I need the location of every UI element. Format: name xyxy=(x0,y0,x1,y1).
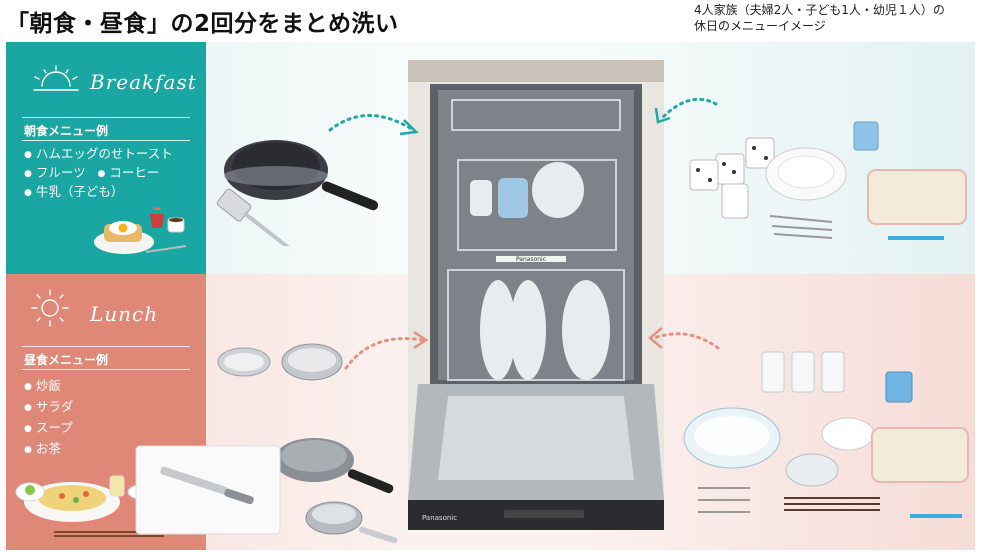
breakfast-panel: Breakfast 朝食メニュー例 ハムエッグのせトースト フルーツ ● コーヒ… xyxy=(6,42,206,274)
breakfast-food-illustration xyxy=(94,207,187,254)
breakfast-to-dishwasher-arrow-icon xyxy=(328,114,419,136)
lunch-menu-item: スープ xyxy=(24,418,73,439)
lunch-menu-title: 昼食メニュー例 xyxy=(24,353,109,367)
breakfast-menu-title: 朝食メニュー例 xyxy=(24,124,109,138)
sun-icon xyxy=(31,289,69,327)
lunch-divider-2 xyxy=(22,369,190,370)
frying-pan-and-turner-illustration xyxy=(216,140,379,246)
lunch-dishes-to-dishwasher-arrow-icon xyxy=(648,327,720,350)
family-note: 4人家族（夫婦2人・子ども1人・幼児１人）の 休日のメニューイメージ xyxy=(694,2,945,34)
breakfast-menu-item: ハムエッグのせトースト xyxy=(24,145,173,164)
family-note-line1: 4人家族（夫婦2人・子ども1人・幼児１人）の xyxy=(694,3,945,17)
lunch-menu-list: 炒飯 サラダ スープ お茶 xyxy=(24,376,74,460)
dishwasher-rack-label: Panasonic xyxy=(516,256,546,263)
page-title: 「朝食・昼食」の2回分をまとめ洗い xyxy=(6,11,399,37)
lunch-to-dishwasher-arrow-icon xyxy=(344,330,429,370)
breakfast-dishes-illustration xyxy=(689,121,967,240)
lunch-menu-item: 炒飯 xyxy=(24,376,73,397)
dishwasher-illustration: Panasonic Panasonic xyxy=(408,60,664,530)
dishwasher-brand-label: Panasonic xyxy=(422,514,457,522)
family-note-line2: 休日のメニューイメージ xyxy=(694,19,826,33)
sunrise-icon xyxy=(33,65,79,91)
breakfast-dishes-to-dishwasher-arrow-icon xyxy=(654,97,718,124)
breakfast-menu-item: フルーツ ● コーヒー xyxy=(24,164,173,183)
breakfast-heading: Breakfast xyxy=(90,70,197,94)
breakfast-menu-list: ハムエッグのせトースト フルーツ ● コーヒー 牛乳（子ども） xyxy=(24,145,173,202)
cutting-board-and-knife-illustration xyxy=(135,445,281,535)
lunch-cookware-illustration xyxy=(214,343,398,544)
lunch-menu-item: サラダ xyxy=(24,397,74,418)
illustration-frame: Breakfast 朝食メニュー例 ハムエッグのせトースト フルーツ ● コーヒ… xyxy=(6,42,975,550)
breakfast-divider-2 xyxy=(22,140,190,141)
breakfast-divider xyxy=(22,117,190,118)
lunch-divider xyxy=(22,346,190,347)
lunch-heading: Lunch xyxy=(90,302,159,326)
lunch-dishes-illustration xyxy=(683,351,969,518)
lunch-menu-item: お茶 xyxy=(24,439,73,460)
breakfast-menu-item: 牛乳（子ども） xyxy=(24,183,173,202)
